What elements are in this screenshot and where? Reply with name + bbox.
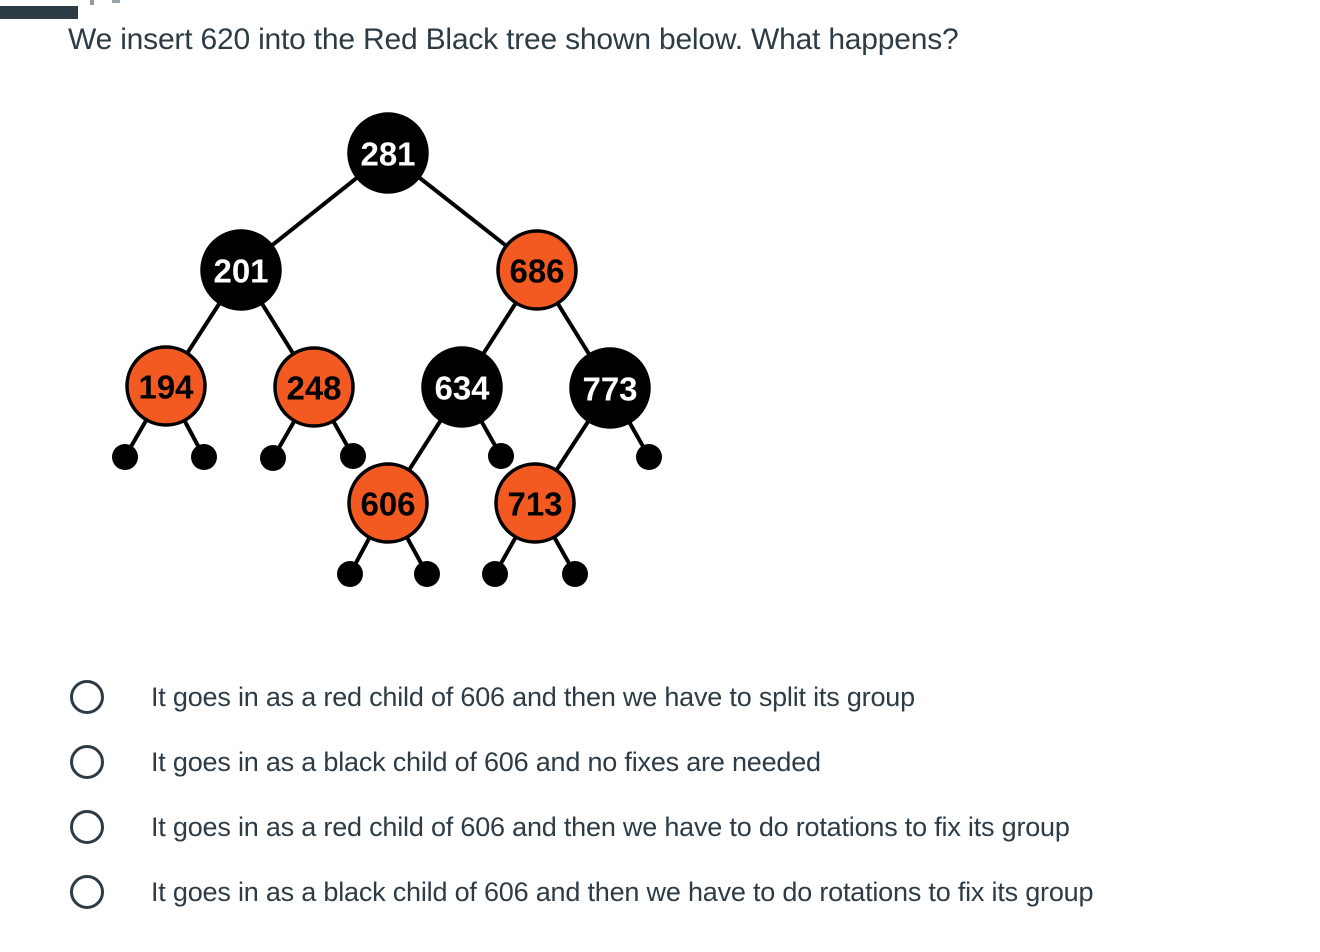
svg-text:194: 194 [138,369,194,406]
radio-button-option-4[interactable] [70,875,104,909]
answer-options: It goes in as a red child of 606 and the… [70,677,1093,937]
svg-text:201: 201 [213,253,268,290]
option-label-1[interactable]: It goes in as a red child of 606 and the… [151,681,915,712]
radio-button-option-2[interactable] [70,745,104,779]
tree-node-194: 194 [125,345,207,427]
radio-button-option-3[interactable] [70,810,104,844]
tree-leaf-dot [636,444,662,470]
tree-leaf-dot [191,444,217,470]
option-row: It goes in as a black child of 606 and t… [70,872,1093,912]
option-row: It goes in as a red child of 606 and the… [70,677,1093,717]
tree-leaf-dot [340,443,366,469]
question-text: We insert 620 into the Red Black tree sh… [68,23,959,56]
tree-node-634: 634 [421,346,503,428]
option-row: It goes in as a red child of 606 and the… [70,807,1093,847]
svg-text:686: 686 [509,253,564,290]
tree-leaf-dot [488,443,514,469]
cropped-ui-fragment [90,0,94,5]
svg-text:606: 606 [360,486,415,523]
option-label-2[interactable]: It goes in as a black child of 606 and n… [151,746,821,777]
tree-node-713: 713 [494,462,576,544]
svg-text:248: 248 [286,370,341,407]
option-row: It goes in as a black child of 606 and n… [70,742,1093,782]
tree-leaf-dot [337,561,363,587]
option-label-3[interactable]: It goes in as a red child of 606 and the… [151,811,1070,842]
rb-tree-svg: 281 201 686 194 248 634 773 606 713 [112,112,662,587]
tree-node-201: 201 [200,229,282,311]
red-black-tree-diagram: 281 201 686 194 248 634 773 606 713 [0,0,720,620]
tree-leaf-dot [482,561,508,587]
radio-button-option-1[interactable] [70,680,104,714]
svg-text:634: 634 [434,370,490,407]
tree-node-281: 281 [347,112,429,194]
cropped-ui-fragment [112,0,120,3]
svg-text:773: 773 [582,371,637,408]
tree-node-686: 686 [496,229,578,311]
tree-leaf-dot [260,445,286,471]
svg-text:281: 281 [360,136,415,173]
tree-node-773: 773 [569,347,651,429]
cropped-header-bar [0,6,78,19]
option-label-4[interactable]: It goes in as a black child of 606 and t… [151,876,1094,907]
tree-node-606: 606 [347,462,429,544]
tree-leaf-dot [562,561,588,587]
tree-leaf-dot [112,444,138,470]
tree-node-248: 248 [273,346,355,428]
tree-leaf-dot [414,561,440,587]
svg-text:713: 713 [507,486,562,523]
